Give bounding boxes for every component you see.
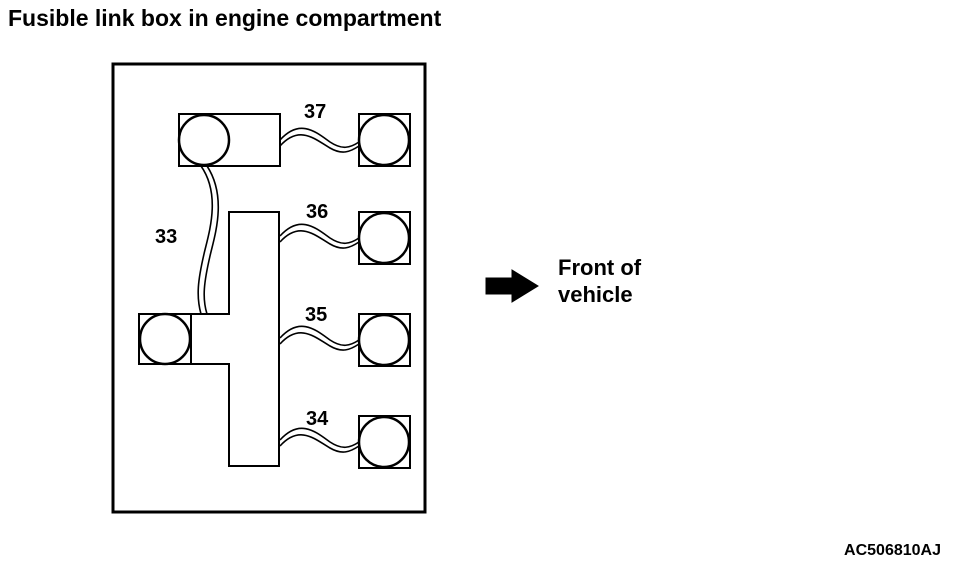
top-terminal-block [177,113,281,167]
fusible-link-37-wire [279,127,360,153]
link-label-36: 36 [306,201,328,223]
front-of-vehicle-line1: Front of [558,255,642,280]
diagram-title: Fusible link box in engine compartment [8,5,442,31]
link-label-34: 34 [306,408,329,430]
fusible-link-36-wire [279,223,360,249]
right-terminal-34 [357,415,411,469]
link-label-33: 33 [155,226,177,248]
fusible-link-34-wire [279,427,360,453]
busbar-t-shape [190,211,280,467]
fusible-link-box-outline [111,62,427,514]
front-of-vehicle-line2: vehicle [558,282,633,307]
front-arrow-icon [485,269,539,303]
right-terminal-36 [357,211,411,265]
link-label-35: 35 [305,304,327,326]
link-label-37: 37 [304,101,326,123]
fusible-link-35-wire [279,325,360,351]
left-terminal [138,312,192,366]
right-terminal-37 [357,113,411,167]
fusible-link-33-wire [197,165,220,315]
right-terminal-35 [357,313,411,367]
figure-code: AC506810AJ [844,542,941,559]
